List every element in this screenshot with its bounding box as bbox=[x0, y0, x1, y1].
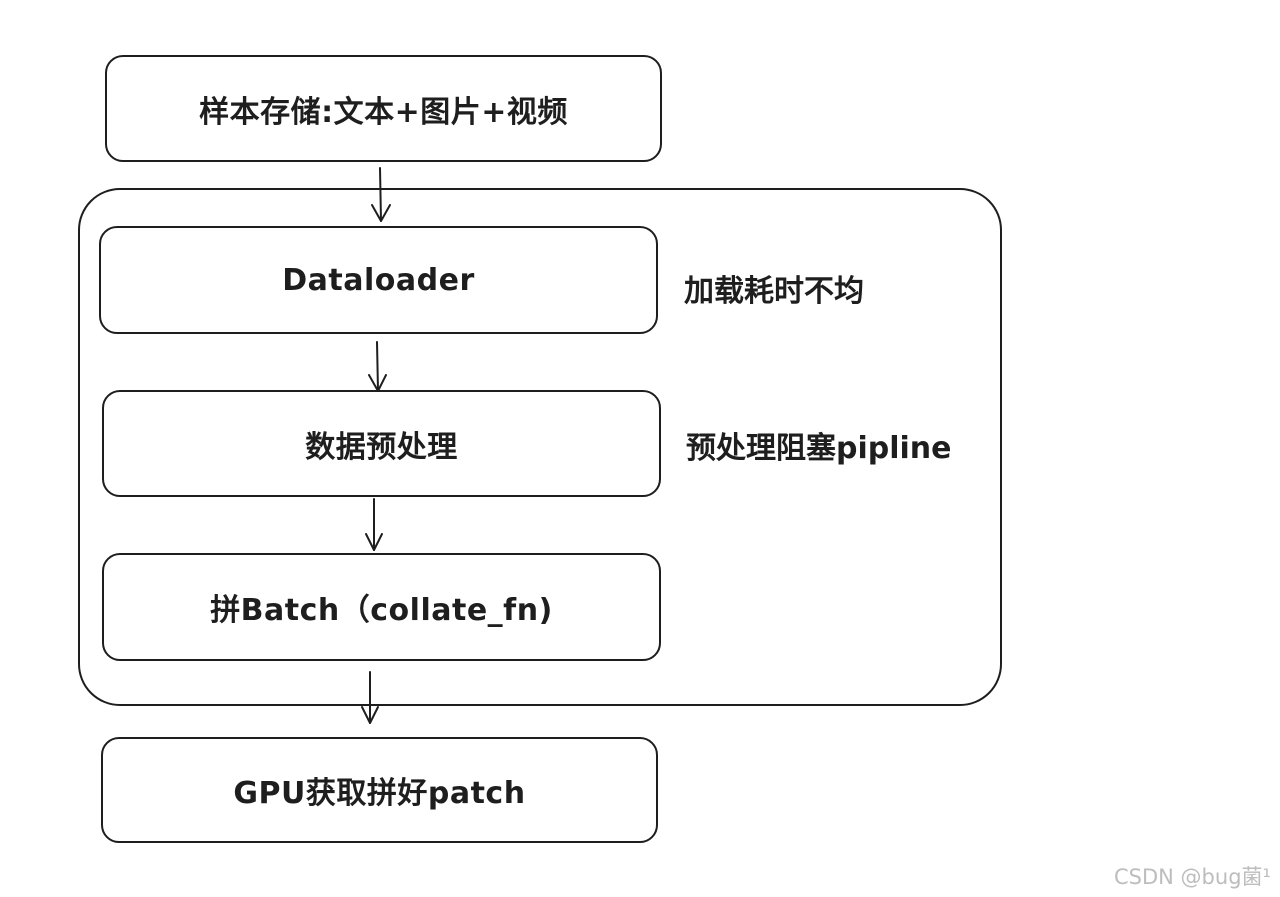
node-label: 样本存储:文本+图片+视频 bbox=[199, 94, 568, 130]
node-label: GPU获取拼好patch bbox=[233, 776, 526, 811]
node-dataloader: Dataloader bbox=[99, 226, 658, 334]
watermark: CSDN @bug菌¹ bbox=[1114, 865, 1271, 889]
node-collate-batch: 拼Batch（collate_fn) bbox=[102, 553, 661, 661]
node-gpu-fetch: GPU获取拼好patch bbox=[101, 737, 658, 843]
node-preprocessing: 数据预处理 bbox=[102, 390, 661, 497]
annotation-load-time: 加载耗时不均 bbox=[684, 274, 864, 309]
pipeline-group-container bbox=[78, 188, 1002, 706]
node-label: 数据预处理 bbox=[305, 429, 458, 465]
node-label: Dataloader bbox=[282, 262, 475, 298]
annotation-preprocess-block: 预处理阻塞pipline bbox=[686, 431, 952, 466]
node-sample-storage: 样本存储:文本+图片+视频 bbox=[105, 55, 662, 162]
node-label: 拼Batch（collate_fn) bbox=[210, 593, 553, 628]
